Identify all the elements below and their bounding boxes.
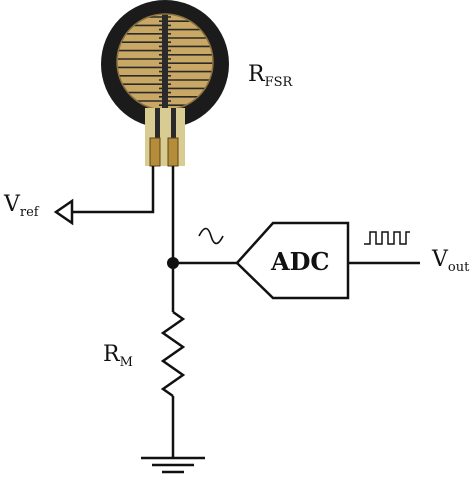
r-fsr-label: RFSR	[248, 62, 294, 90]
fsr-pin-left	[149, 137, 161, 167]
fsr-tail-trace-left	[155, 108, 160, 146]
v-out-label: Vout	[431, 247, 470, 275]
digital-signal-icon	[364, 231, 410, 245]
fsr-pin-right	[167, 137, 179, 167]
r-m-label: RM	[103, 342, 133, 370]
fsr-trace-spine	[162, 14, 168, 110]
ground-icon	[141, 456, 205, 474]
fsr-sensor	[101, 0, 229, 167]
analog-signal-icon	[198, 227, 224, 245]
adc-block	[235, 221, 350, 300]
fsr-tail-trace-right	[171, 108, 176, 146]
v-ref-label: Vref	[3, 192, 40, 220]
vref-wire	[72, 166, 155, 214]
vref-arrow	[53, 198, 74, 226]
rm-resistor	[160, 310, 186, 398]
adc-label: ADC	[270, 247, 330, 276]
